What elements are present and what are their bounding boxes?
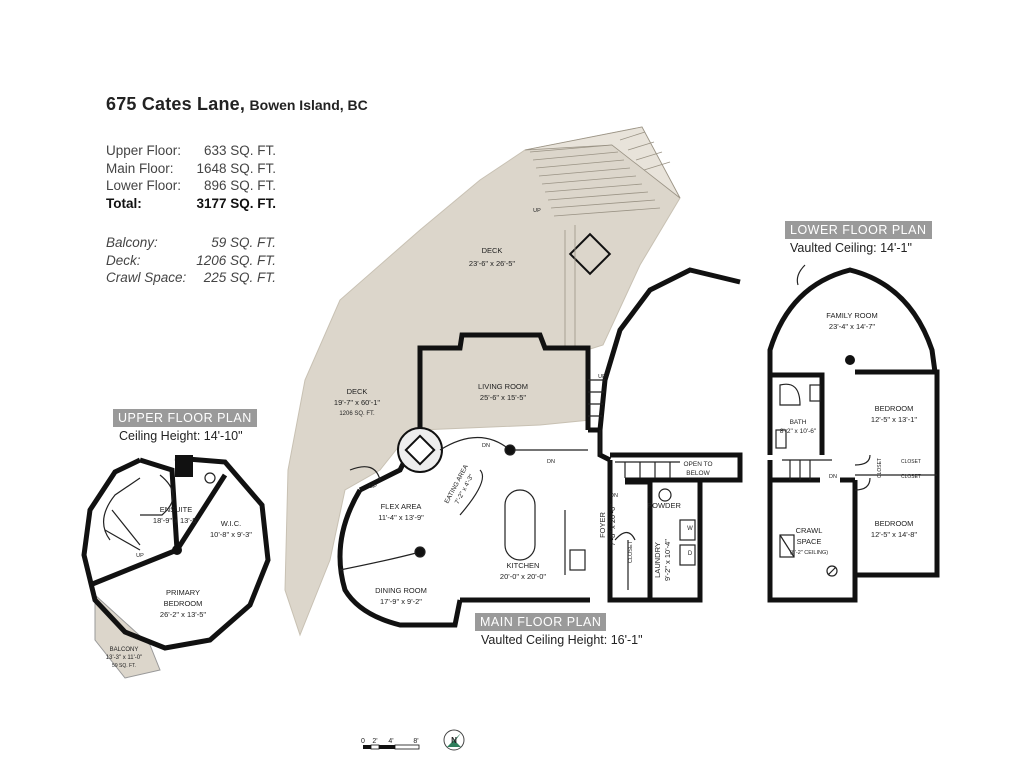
main-plan-tag: MAIN FLOOR PLAN: [475, 613, 607, 631]
kitchen-dims: 20'-0" x 20'-0": [500, 572, 546, 581]
balcony-name: BALCONY: [110, 647, 139, 653]
deck-stairs: [524, 126, 681, 217]
lower-closet-3: CLOSET: [877, 458, 883, 478]
main-floor-labels: DECK 23'-6" x 26'-5" DECK 19'-7" x 60'-1…: [334, 208, 713, 606]
summary-row-total: Total:3177 SQ. FT.: [106, 195, 276, 211]
main-up-label: UP: [598, 374, 606, 380]
main-dn-label-3: DN: [610, 493, 618, 499]
dining-name: DINING ROOM: [375, 586, 427, 595]
foyer-dims: 7'-8" x 20'-0": [608, 504, 617, 546]
family-dims: 23'-4" x 14'-7": [829, 322, 875, 331]
summary-row-crawl: Crawl Space:225 SQ. FT.: [106, 270, 276, 285]
summary-row-upper: Upper Floor:633 SQ. FT.: [106, 143, 276, 158]
scale-tick-4: 4': [388, 738, 393, 745]
lower-plan-tag: LOWER FLOOR PLAN: [785, 221, 932, 239]
main-floor-walls: [337, 267, 743, 628]
family-name: FAMILY ROOM: [826, 311, 877, 320]
deck-left-area: 1206 SQ. FT.: [339, 411, 375, 417]
closet-name: CLOSET: [628, 540, 634, 563]
flex-name: FLEX AREA: [381, 502, 422, 511]
ensuite-dims: 18'-9" x 13'-5": [153, 516, 199, 525]
property-title: 675 Cates Lane, Bowen Island, BC: [106, 94, 368, 115]
summary-row-balcony: Balcony:59 SQ. FT.: [106, 235, 276, 250]
deck-left-dims: 19'-7" x 60'-1": [334, 398, 380, 407]
primary-name-1: PRIMARY: [166, 588, 200, 597]
deck-up-label: UP: [533, 208, 541, 214]
bath-dims: 8'-2" x 10'-6": [780, 428, 817, 435]
summary-row-deck: Deck:1206 SQ. FT.: [106, 252, 276, 268]
lower-floor-walls: [767, 267, 940, 603]
dining-dims: 17'-9" x 9'-2": [380, 597, 422, 606]
upper-floor-labels: ENSUITE 18'-9" x 13'-5" W.I.C. 10'-8" x …: [106, 505, 253, 669]
area-summary: Upper Floor:633 SQ. FT. Main Floor:1648 …: [106, 142, 276, 287]
laundry-name: LAUNDRY: [653, 542, 662, 578]
bath-name: BATH: [790, 419, 807, 426]
deck-area: [284, 126, 681, 637]
crawl-name-2: SPACE: [797, 537, 822, 546]
kitchen-name: KITCHEN: [507, 561, 540, 570]
bedroom2-name: BEDROOM: [875, 519, 914, 528]
scale-tick-2: 2': [372, 738, 377, 745]
bedroom1-name: BEDROOM: [875, 404, 914, 413]
main-floor-details: [339, 379, 696, 590]
bedroom2-dims: 12'-5" x 14'-8": [871, 530, 917, 539]
wic-dims: 10'-8" x 9'-3": [210, 530, 252, 539]
balcony-dims: 13'-3" x 11'-0": [106, 655, 142, 661]
washer-label: W: [687, 526, 693, 532]
deck-left-name: DECK: [347, 387, 368, 396]
powder-name: POWDER: [647, 501, 681, 510]
living-dims: 25'-6" x 15'-5": [480, 393, 526, 402]
dryer-label: D: [688, 551, 693, 557]
lower-floor-labels: FAMILY ROOM 23'-4" x 14'-7" BATH 8'-2" x…: [780, 311, 921, 556]
main-dn-label-2: DN: [547, 459, 555, 465]
lower-plan-ceiling: Vaulted Ceiling: 14'-1": [790, 241, 912, 255]
wic-name: W.I.C.: [221, 519, 241, 528]
lower-closet-1: CLOSET: [901, 459, 921, 465]
crawl-note: (6'-2" CEILING): [790, 550, 828, 556]
summary-row-main: Main Floor:1648 SQ. FT.: [106, 160, 276, 176]
summary-row-lower: Lower Floor:896 SQ. FT.: [106, 178, 276, 193]
upper-up-label: UP: [136, 553, 144, 559]
primary-name-2: BEDROOM: [164, 599, 203, 608]
balcony-area: 59 SQ. FT.: [112, 663, 136, 669]
foyer-name: FOYER: [598, 512, 607, 538]
svg-text:N: N: [451, 736, 457, 745]
address-text: 675 Cates Lane,: [106, 94, 246, 114]
flex-up-label: UP: [369, 484, 377, 490]
main-dn-label-1: DN: [482, 443, 490, 449]
deck-upper-dims: 23'-6" x 26'-5": [469, 259, 515, 268]
laundry-dims: 9'-2" x 10'-4": [663, 539, 672, 581]
flex-dims: 11'-4" x 13'-9": [378, 513, 424, 522]
scale-tick-0: 0: [361, 738, 365, 745]
bedroom1-dims: 12'-5" x 13'-1": [871, 415, 917, 424]
open-below-1: OPEN TO: [683, 461, 712, 468]
deck-upper-name: DECK: [482, 246, 503, 255]
open-below-2: BELOW: [686, 470, 710, 477]
lower-dn-label: DN: [829, 474, 837, 480]
upper-plan-tag: UPPER FLOOR PLAN: [113, 409, 257, 427]
crawl-name-1: CRAWL: [796, 526, 823, 535]
lower-closet-2: CLOSET: [901, 474, 921, 480]
deck-diamond: [568, 232, 612, 276]
primary-dims: 26'-2" x 13'-5": [160, 610, 206, 619]
north-arrow-icon: N: [443, 729, 465, 751]
main-plan-ceiling: Vaulted Ceiling Height: 16'-1": [481, 633, 643, 647]
scale-bar: 0 2' 4' 8': [361, 738, 420, 750]
scale-tick-8: 8': [413, 738, 418, 745]
location-text: Bowen Island, BC: [249, 97, 368, 113]
ensuite-name: ENSUITE: [160, 505, 193, 514]
living-name: LIVING ROOM: [478, 382, 528, 391]
upper-floor-walls: [81, 455, 271, 651]
upper-plan-ceiling: Ceiling Height: 14'-10": [119, 429, 243, 443]
